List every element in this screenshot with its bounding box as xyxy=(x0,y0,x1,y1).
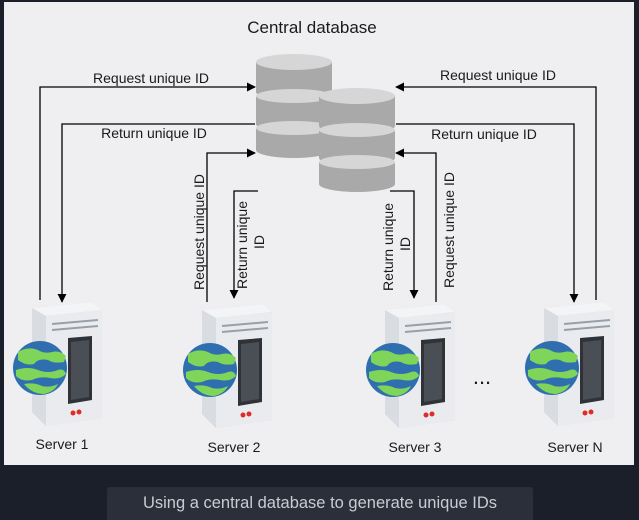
server-icon xyxy=(182,303,273,429)
server-2: Server 2 xyxy=(182,303,273,455)
server-n-label: Server N xyxy=(547,439,602,455)
arrow-s3-return xyxy=(390,190,419,299)
arrow-sn-request xyxy=(395,82,597,300)
caption-text: Using a central database to generate uni… xyxy=(142,494,498,512)
diagram-panel: Central database Request unique ID Retur… xyxy=(4,2,634,465)
arrow-s3-request xyxy=(395,148,437,302)
server-3: Server 3 xyxy=(365,303,456,455)
architecture-diagram: Central database Request unique ID Retur… xyxy=(12,18,615,455)
label-s2-return-2: ID xyxy=(251,235,267,249)
server-1: Server 1 xyxy=(12,301,103,452)
caption-box: Using a central database to generate uni… xyxy=(107,487,533,520)
arrow-sn-return xyxy=(396,123,579,303)
label-s3-return-1: Return unique xyxy=(380,203,396,291)
arrow-s1-request xyxy=(39,82,256,300)
label-s2-return-1: Return unique xyxy=(234,201,250,289)
label-s3-request: Request unique ID xyxy=(441,172,457,288)
server-2-label: Server 2 xyxy=(208,439,261,455)
label-request-left: Request unique ID xyxy=(93,70,209,86)
label-return-right: Return unique ID xyxy=(431,126,537,142)
arrow-s2-request xyxy=(206,148,256,302)
database-icon-2 xyxy=(319,88,395,192)
arrow-s1-return xyxy=(57,123,255,303)
server-n: Server N xyxy=(524,301,615,455)
label-s2-request: Request unique ID xyxy=(191,174,207,290)
arrow-s2-return xyxy=(229,190,258,299)
ellipsis: ... xyxy=(473,364,491,389)
server-icon xyxy=(12,301,103,427)
label-s3-return-2: ID xyxy=(397,237,413,251)
diagram-title: Central database xyxy=(247,18,376,37)
label-request-right: Request unique ID xyxy=(440,67,556,83)
server-icon xyxy=(524,301,615,427)
label-return-left: Return unique ID xyxy=(101,125,207,141)
server-3-label: Server 3 xyxy=(389,439,442,455)
server-1-label: Server 1 xyxy=(36,436,89,452)
server-icon xyxy=(365,303,456,429)
